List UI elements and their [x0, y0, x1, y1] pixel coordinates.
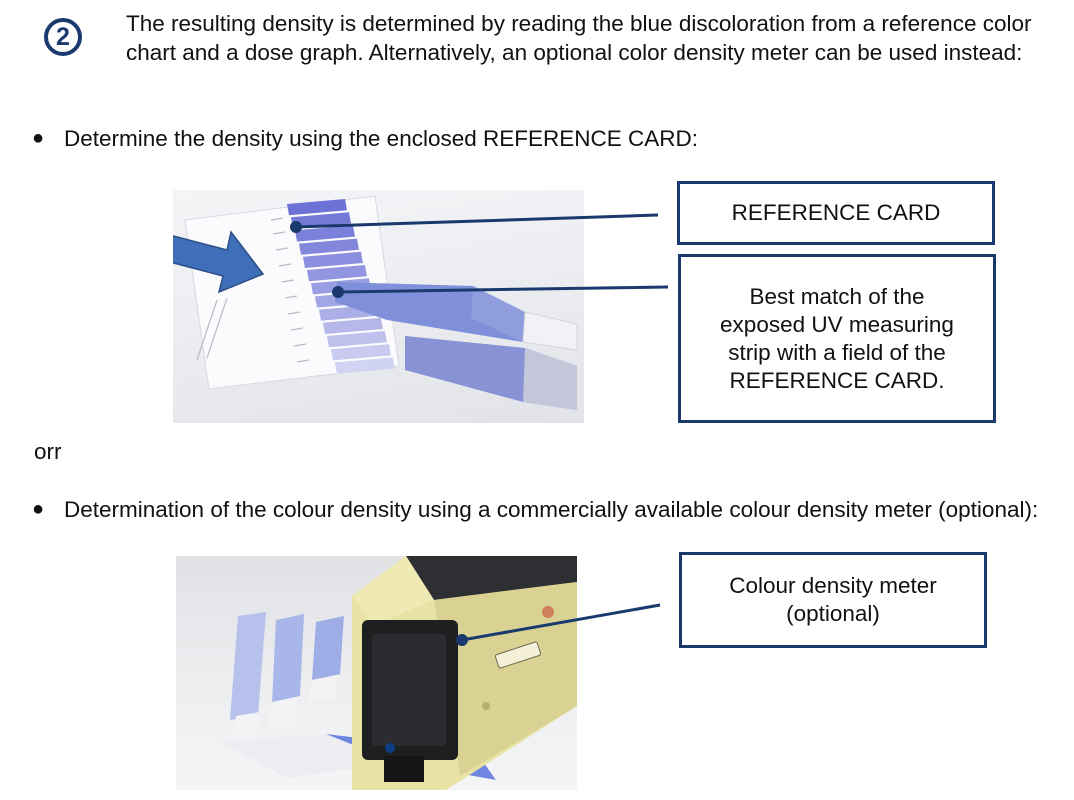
reference-card-field [306, 265, 367, 282]
strip-white-end [522, 311, 578, 351]
step-number: 2 [56, 22, 70, 51]
separator-text: orr [34, 439, 62, 464]
bullet-text: Determine the density using the enclosed… [64, 126, 699, 151]
meter-body [352, 556, 577, 790]
bullet-reference-card: ● Determine the density using the enclos… [32, 125, 1032, 152]
reference-card-print-marks [196, 217, 310, 363]
callout-text: REFERENCE CARD [731, 200, 941, 225]
bullet-dot-icon: ● [32, 498, 45, 520]
reference-card-field [298, 238, 359, 255]
reference-card-field [294, 225, 355, 242]
reference-card-field [326, 331, 387, 348]
callout-text: Best match of the exposed UV measuring s… [720, 283, 954, 393]
callout-density-meter: Colour density meter (optional) [679, 552, 987, 648]
callout-best-match: Best match of the exposed UV measuring s… [678, 254, 996, 423]
intro-paragraph: The resulting density is determined by r… [126, 11, 1032, 65]
reference-card-field [302, 251, 363, 268]
reference-card-field [322, 317, 383, 334]
reference-card-photo [173, 190, 584, 423]
reference-card-field [287, 199, 347, 216]
bullet-dot-icon: ● [32, 127, 45, 149]
density-meter-illustration [220, 556, 577, 790]
pointing-arrow-icon [173, 230, 265, 294]
exposed-uv-strip-shade [471, 286, 525, 342]
callout-reference-card: REFERENCE CARD [677, 181, 995, 245]
density-meter-photo [176, 556, 577, 790]
reference-card-field [334, 357, 395, 374]
reference-card-field [330, 344, 391, 361]
callout-text: Colour density meter (optional) [729, 573, 937, 626]
bullet-text: Determination of the colour density usin… [64, 497, 1039, 522]
step-number-badge: 2 [44, 18, 82, 56]
second-strip-end [523, 348, 577, 410]
bullet-density-meter: ● Determination of the colour density us… [32, 496, 1052, 523]
